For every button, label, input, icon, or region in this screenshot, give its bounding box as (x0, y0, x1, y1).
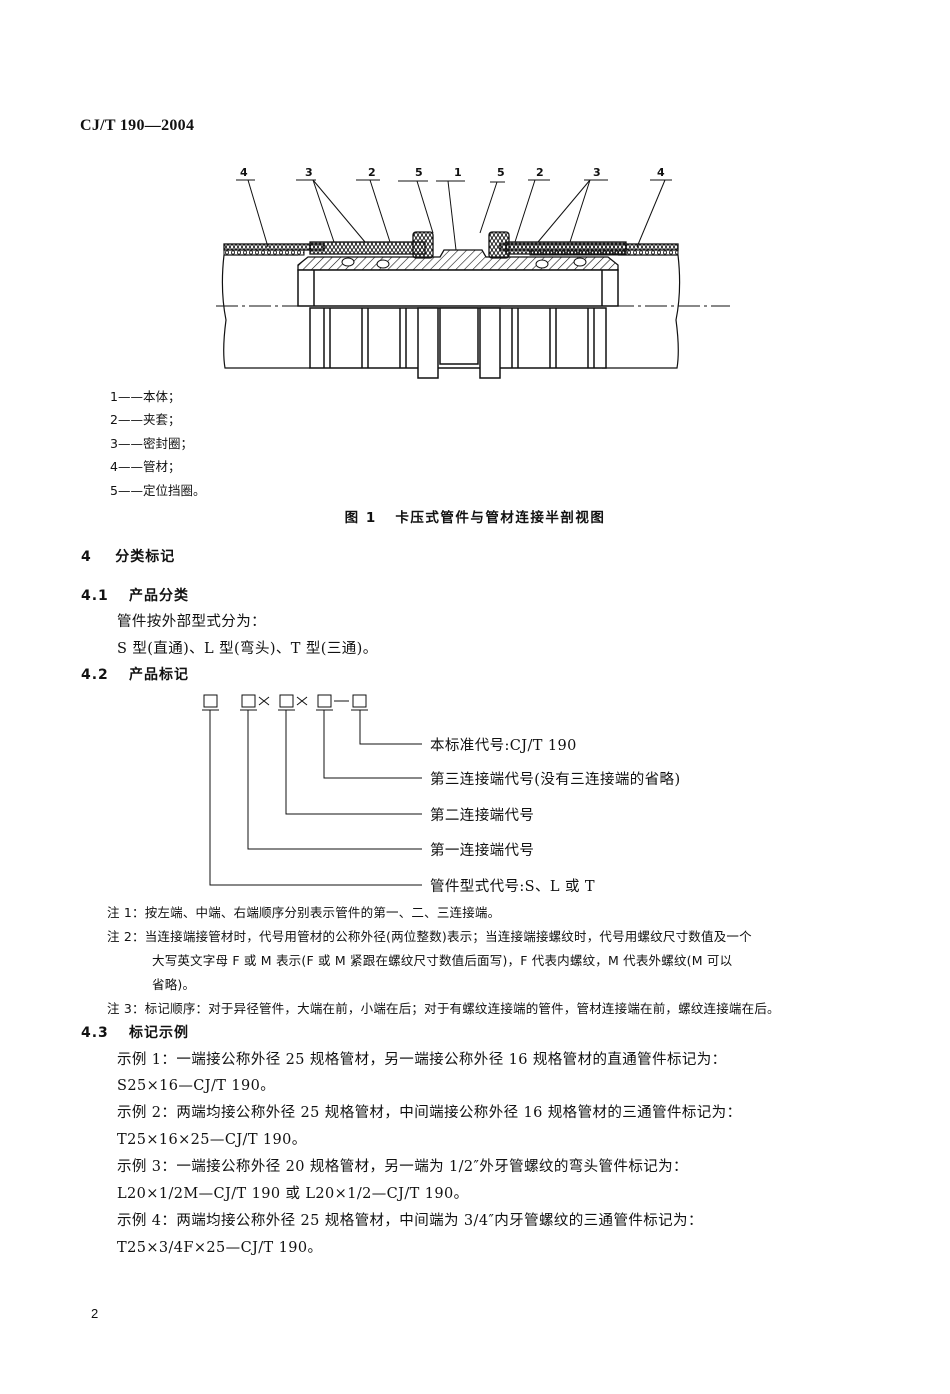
section-number: 4.2 (81, 667, 109, 683)
section-4-1-heading: 4.1 产品分类 (81, 585, 189, 605)
section-title: 产品标记 (129, 667, 189, 683)
note-text: 标记顺序：对于异径管件，大端在前，小端在后；对于有螺纹连接端的管件，管材连接端在… (144, 1001, 780, 1016)
example-2-marking: T25×16×25—CJ/T 190。 (117, 1132, 307, 1148)
callout-3-right: 3 (593, 166, 601, 179)
note-2: 注 2：当连接端接管材时，代号用管材的公称外径(两位整数)表示；当连接端接螺纹时… (107, 925, 867, 997)
legend-item: 4——管材； (110, 459, 181, 475)
marking-template-diagram: 本标准代号:CJ/T 190 第三连接端代号(没有三连接端的省略) 第二连接端代… (190, 690, 750, 900)
legend-item: 2——夹套； (110, 412, 181, 428)
paragraph: 管件按外部型式分为： (117, 614, 266, 630)
note-text: 当连接端接管材时，代号用管材的公称外径(两位整数)表示；当连接端接螺纹时，代号用… (144, 929, 752, 944)
callout-4-right: 4 (657, 166, 665, 179)
note-label: 注 2： (107, 929, 145, 944)
callout-2-right: 2 (536, 166, 544, 179)
note-text-continued: 省略)。 (152, 977, 196, 992)
legend-item: 1——本体； (110, 389, 181, 404)
marking-label-first-end: 第一连接端代号 (430, 843, 535, 859)
page-number: 2 (91, 1306, 99, 1321)
example-3-marking: L20×1/2M—CJ/T 190 或 L20×1/2—CJ/T 190。 (117, 1186, 469, 1202)
section-number: 4 (81, 549, 92, 565)
figure-1-caption: 图 1 卡压式管件与管材连接半剖视图 (344, 510, 606, 526)
section-4-2-heading: 4.2 产品标记 (81, 664, 189, 684)
marking-label-second-end: 第二连接端代号 (430, 808, 535, 824)
callout-5-left: 5 (415, 166, 423, 179)
callout-4-left: 4 (240, 166, 248, 179)
note-label: 注 3： (107, 1001, 145, 1016)
section-4-heading: 4 分类标记 (81, 546, 175, 566)
figure-1-section-drawing: 4 3 2 5 1 5 2 3 4 (216, 166, 730, 379)
section-title: 产品分类 (129, 588, 189, 604)
legend-item: 3——密封圈； (110, 435, 193, 451)
example-2-description: 示例 2：两端均接公称外径 25 规格管材，中间端接公称外径 16 规格管材的三… (117, 1105, 742, 1121)
callout-2-left: 2 (368, 166, 376, 179)
marking-leader-lines (202, 694, 422, 886)
marking-label-standard-code: 本标准代号:CJ/T 190 (430, 738, 577, 754)
paragraph: S 型(直通)、L 型(弯头)、T 型(三通)。 (117, 641, 378, 657)
section-title: 标记示例 (129, 1025, 189, 1041)
legend-item: 5——定位挡圈。 (110, 482, 206, 498)
note-text: 按左端、中端、右端顺序分别表示管件的第一、二、三连接端。 (144, 905, 501, 920)
note-1: 注 1：按左端、中端、右端顺序分别表示管件的第一、二、三连接端。 (107, 901, 867, 925)
example-1-marking: S25×16—CJ/T 190。 (117, 1078, 276, 1094)
note-label: 注 1： (107, 905, 145, 920)
note-text-continued: 大写英文字母 F 或 M 表示(F 或 M 紧跟在螺纹尺寸数值后面写)，F 代表… (152, 953, 733, 968)
section-4-3-heading: 4.3 标记示例 (81, 1022, 189, 1042)
figure-1-legend: 1——本体； 2——夹套； 3——密封圈； 4——管材； 5——定位挡圈。 (110, 385, 205, 502)
callout-1: 1 (454, 166, 462, 179)
marking-label-fitting-type: 管件型式代号:S、L 或 T (430, 879, 595, 895)
callout-5-right: 5 (497, 166, 505, 179)
marking-label-third-end: 第三连接端代号(没有三连接端的省略) (430, 772, 681, 788)
section-title: 分类标记 (115, 549, 176, 565)
note-3: 注 3：标记顺序：对于异径管件，大端在前，小端在后；对于有螺纹连接端的管件，管材… (107, 997, 867, 1021)
example-1-description: 示例 1：一端接公称外径 25 规格管材，另一端接公称外径 16 规格管材的直通… (117, 1052, 727, 1068)
section-number: 4.3 (81, 1025, 109, 1041)
callout-labels: 4 3 2 5 1 5 2 3 4 (236, 166, 672, 251)
example-4-description: 示例 4：两端均接公称外径 25 规格管材，中间端为 3/4″内牙管螺纹的三通管… (117, 1213, 703, 1229)
standard-code-header: CJ/T 190—2004 (80, 117, 195, 134)
example-4-marking: T25×3/4F×25—CJ/T 190。 (117, 1240, 323, 1256)
example-3-description: 示例 3：一端接公称外径 20 规格管材，另一端为 1/2″外牙管螺纹的弯头管件… (117, 1159, 688, 1175)
callout-3-left: 3 (305, 166, 313, 179)
section-number: 4.1 (81, 588, 109, 604)
